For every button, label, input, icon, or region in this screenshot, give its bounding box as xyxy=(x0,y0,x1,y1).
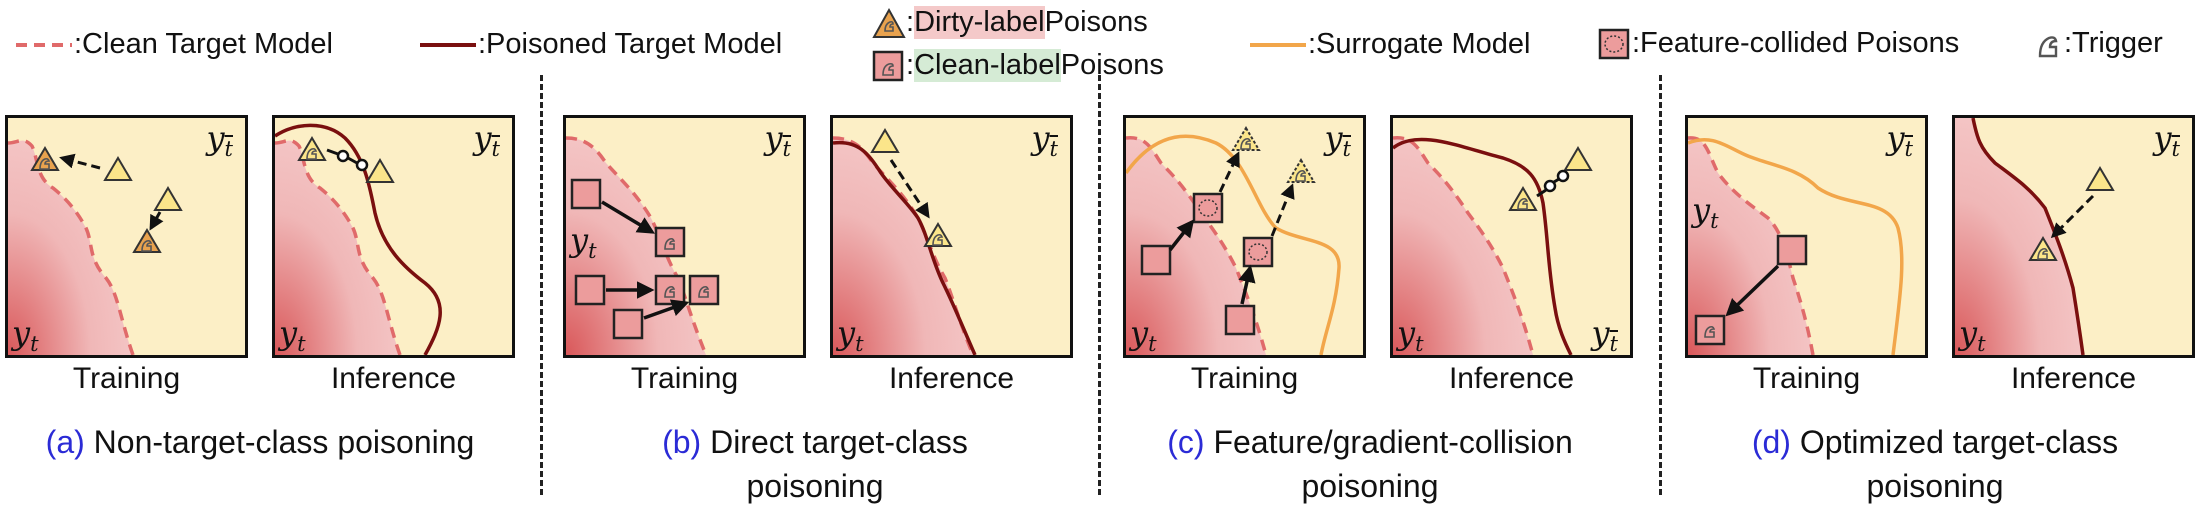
legend-trigger-label: :Trigger xyxy=(2064,27,2163,59)
label-yt: yt xyxy=(837,314,864,356)
label-ytbar: yt xyxy=(206,119,233,161)
label-ytbar: yt xyxy=(1591,314,1618,356)
phase-a-training: Training xyxy=(72,362,181,395)
phase-b-inference: Inference xyxy=(888,362,1015,395)
label-yt: yt xyxy=(570,221,597,263)
legend-poisoned-target-label: :Poisoned Target Model xyxy=(478,28,783,60)
divider-3 xyxy=(1659,75,1662,495)
panel-a-training: yt yt xyxy=(5,115,248,358)
panel-c-training-drawing xyxy=(1126,126,1341,355)
legend-clean-label-poisons: :Clean-label Poisons xyxy=(872,49,1164,82)
legend-clean-target-label: :Clean Target Model xyxy=(74,28,334,60)
legend-surrogate-label: :Surrogate Model xyxy=(1308,28,1531,60)
clean-label-square-icon xyxy=(872,50,904,81)
caption-d: (d) Optimized target-class poisoning xyxy=(1751,424,2119,504)
legend-trigger: :Trigger xyxy=(2034,27,2163,60)
phase-a-inference: Inference xyxy=(330,362,457,395)
panel-a-inference-drawing xyxy=(275,123,442,355)
label-ytbar: yt xyxy=(1886,119,1913,161)
panel-c-training: yt yt xyxy=(1123,115,1366,358)
label-ytbar: yt xyxy=(473,119,500,161)
surrogate-line-icon xyxy=(1250,42,1306,47)
legend-poisoned-target-model: :Poisoned Target Model xyxy=(418,28,782,61)
label-yt: yt xyxy=(1397,314,1424,356)
panel-d-inference: yt yt xyxy=(1952,115,2195,358)
dashed-line-icon xyxy=(16,42,72,47)
divider-2 xyxy=(1098,75,1101,495)
phase-d-inference: Inference xyxy=(2010,362,2137,395)
phase-c-training: Training xyxy=(1190,362,1299,395)
label-yt: yt xyxy=(12,314,39,356)
panel-c-inference: yt yt xyxy=(1390,115,1633,358)
legend-feature-collided-poisons: :Feature-collided Poisons xyxy=(1598,27,1959,60)
trigger-icon xyxy=(2038,35,2058,57)
panel-c-inference-drawing xyxy=(1393,136,1593,355)
panel-b-inference-drawing xyxy=(833,128,977,355)
solid-line-icon xyxy=(420,42,476,47)
panel-d-inference-drawing xyxy=(1955,118,2115,355)
label-ytbar: yt xyxy=(764,119,791,161)
label-yt: yt xyxy=(1692,191,1719,233)
label-ytbar: yt xyxy=(2153,119,2180,161)
panel-d-training-drawing xyxy=(1688,136,1904,355)
label-yt: yt xyxy=(279,314,306,356)
divider-1 xyxy=(540,75,543,495)
caption-b: (b) Direct target-class poisoning xyxy=(662,424,968,504)
phase-d-training: Training xyxy=(1752,362,1861,395)
legend-feature-collided-label: :Feature-collided Poisons xyxy=(1632,27,1960,59)
panel-b-inference: yt yt xyxy=(830,115,1073,358)
phase-c-inference: Inference xyxy=(1448,362,1575,395)
caption-c: (c) Feature/gradient-collision poisoning xyxy=(1167,424,1573,504)
label-ytbar: yt xyxy=(1324,119,1351,161)
panel-a-inference: yt yt xyxy=(272,115,515,358)
panel-b-training-drawing xyxy=(566,136,720,355)
dirty-label-highlight: Dirty-label xyxy=(914,6,1045,39)
label-yt: yt xyxy=(1959,314,1986,356)
legend-dirty-label-poisons: :Dirty-label Poisons xyxy=(872,6,1148,39)
label-ytbar: yt xyxy=(1031,119,1058,161)
panel-b-training: yt yt xyxy=(563,115,806,358)
dirty-label-triangle-icon xyxy=(872,7,906,38)
clean-label-highlight: Clean-label xyxy=(914,49,1061,82)
legend-clean-target-model: :Clean Target Model xyxy=(14,28,333,61)
panel-d-training: yt yt xyxy=(1685,115,1928,358)
caption-a: (a) Non-target-class poisoning xyxy=(45,424,475,460)
legend-surrogate-model: :Surrogate Model xyxy=(1248,28,1530,61)
panel-a-training-drawing xyxy=(8,138,183,355)
phase-b-training: Training xyxy=(630,362,739,395)
label-yt: yt xyxy=(1130,314,1157,356)
feature-collided-square-icon xyxy=(1598,28,1630,59)
